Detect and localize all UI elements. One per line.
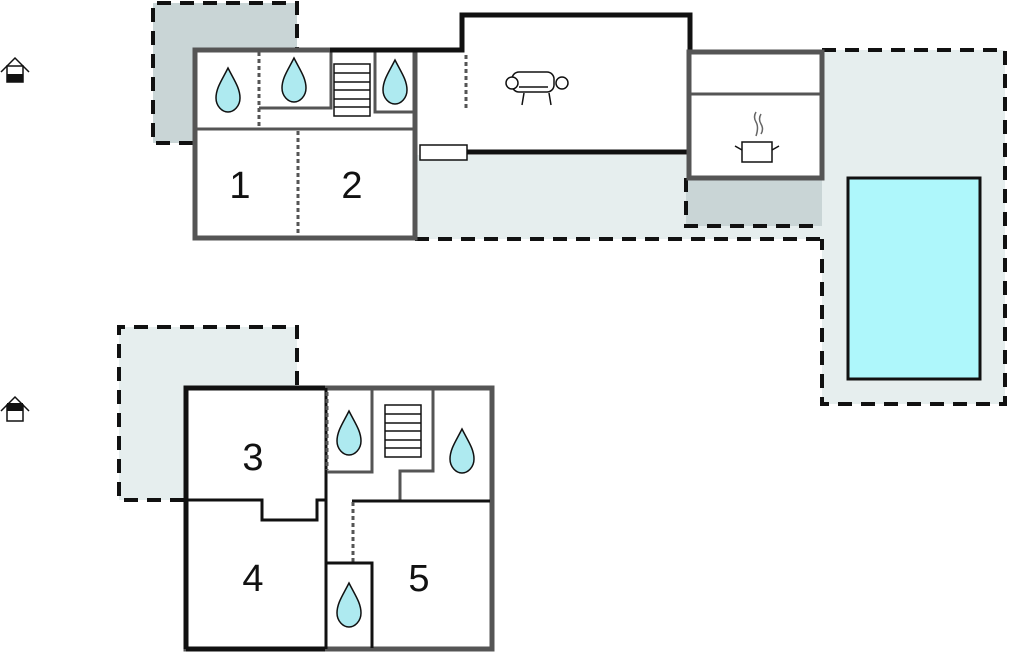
room-label-1: 1 — [229, 165, 250, 207]
stairs-icon — [384, 404, 422, 458]
window — [419, 144, 468, 161]
house-upper-floor-icon — [0, 396, 30, 422]
room-label-4: 4 — [242, 558, 263, 600]
pool — [846, 176, 982, 381]
room-label-3: 3 — [242, 437, 263, 479]
terrace-dark-kitchen — [686, 178, 822, 226]
cooking-pot-icon — [734, 111, 780, 163]
ground-floor: 1 2 — [0, 1, 1007, 406]
house-ground-floor-icon — [0, 57, 30, 83]
stairs-icon — [333, 63, 371, 117]
sofa-icon — [505, 71, 569, 106]
room-label-5: 5 — [408, 558, 429, 600]
upper-floor: 3 4 5 — [0, 325, 495, 652]
room-label-2: 2 — [341, 165, 362, 207]
